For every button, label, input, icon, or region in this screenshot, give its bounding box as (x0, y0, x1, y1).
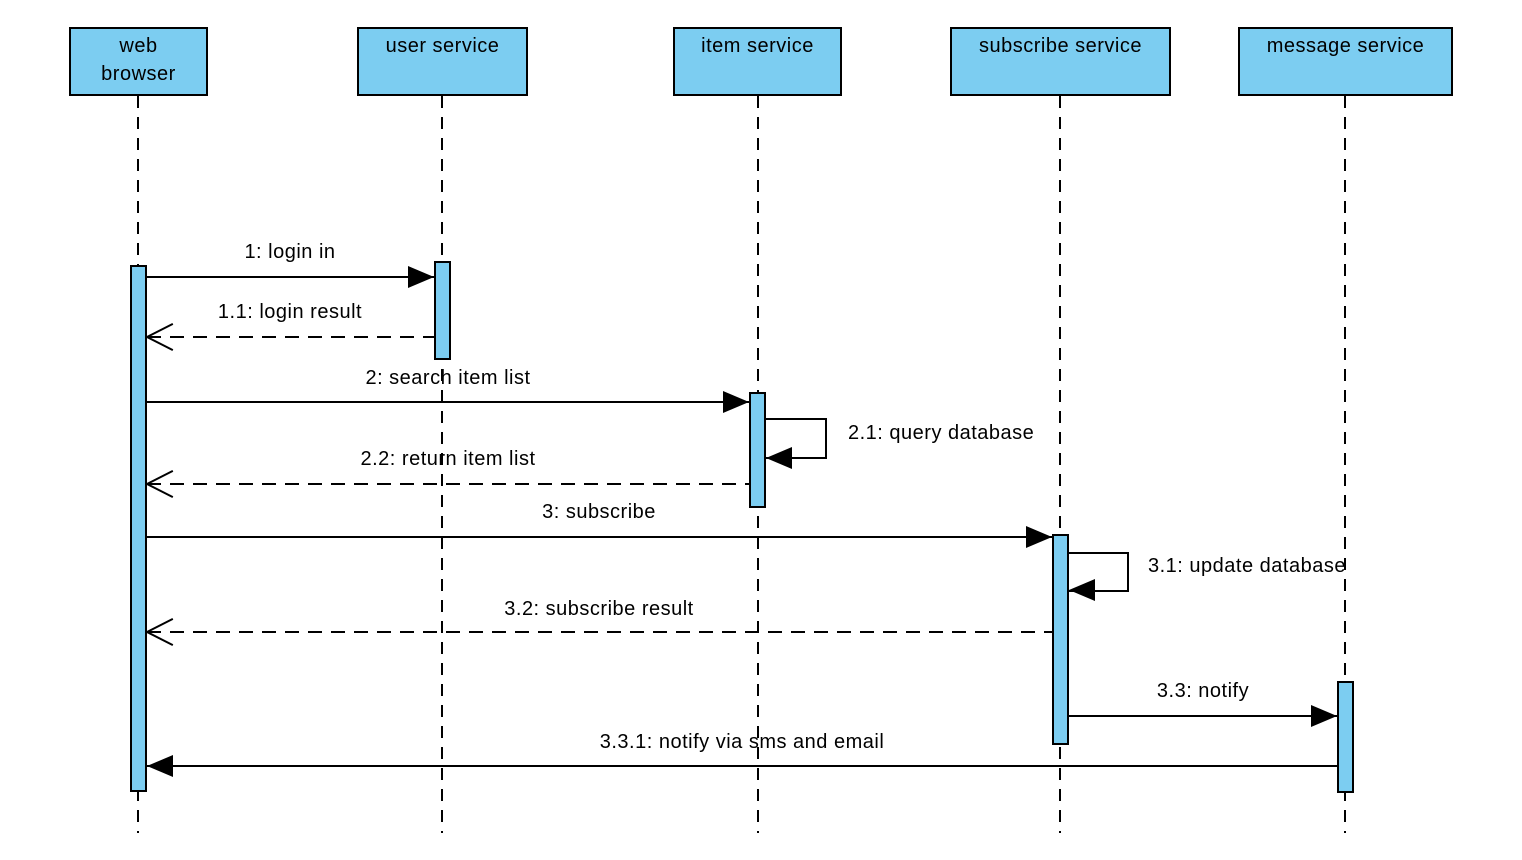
message-2-arrowhead-icon (723, 391, 749, 413)
actor-user-service: user service (357, 27, 528, 96)
message-2-1-label: 2.1: query database (848, 422, 1035, 444)
message-1-1-label: 1.1: login result (217, 301, 363, 323)
message-2-1-arrowhead-icon (766, 447, 792, 469)
message-3-label: 3: subscribe (542, 501, 656, 523)
message-3-1-label: 3.1: update database (1148, 555, 1346, 577)
message-1-arrowhead-icon (408, 266, 434, 288)
message-2-line (147, 401, 749, 403)
lifeline-subscribe-service (1059, 96, 1061, 833)
actor-message-service-label: message service (1266, 35, 1425, 57)
activation-web-browser (130, 265, 147, 792)
actor-subscribe-service-label: subscribe service (978, 35, 1142, 57)
activation-item-service (749, 392, 766, 508)
message-3-3-1-label: 3.3.1: notify via sms and email (599, 731, 885, 753)
actor-message-service: message service (1238, 27, 1453, 96)
message-1-line (147, 276, 434, 278)
actor-item-service: item service (673, 27, 842, 96)
message-2-2-line (147, 483, 749, 485)
message-3-3-1-arrowhead-icon (147, 755, 173, 777)
lifeline-message-service (1344, 96, 1346, 833)
message-3-2-line (147, 631, 1052, 633)
message-3-line (147, 536, 1052, 538)
lifeline-user-service (441, 96, 443, 833)
message-2-label: 2: search item list (365, 367, 531, 389)
message-3-3-arrowhead-icon (1311, 705, 1337, 727)
actor-user-service-label: user service (385, 35, 500, 57)
message-3-2-label: 3.2: subscribe result (504, 598, 694, 620)
message-3-arrowhead-icon (1026, 526, 1052, 548)
activation-message-service (1337, 681, 1354, 793)
actor-web-browser-label: web browser (101, 35, 176, 85)
message-3-3-label: 3.3: notify (1156, 680, 1250, 702)
message-3-3-line (1069, 715, 1337, 717)
actor-subscribe-service: subscribe service (950, 27, 1171, 96)
message-1-label: 1: login in (244, 241, 336, 263)
message-1-1-line (147, 336, 434, 338)
message-3-1-arrowhead-icon (1069, 579, 1095, 601)
actor-web-browser: web browser (69, 27, 208, 96)
message-3-1-self-loop (1069, 552, 1129, 592)
message-2-2-label: 2.2: return item list (360, 448, 536, 470)
actor-item-service-label: item service (701, 35, 814, 57)
activation-subscribe-service (1052, 534, 1069, 745)
message-2-1-self-loop (766, 418, 827, 459)
activation-user-service (434, 261, 451, 360)
message-3-3-1-line (147, 765, 1337, 767)
